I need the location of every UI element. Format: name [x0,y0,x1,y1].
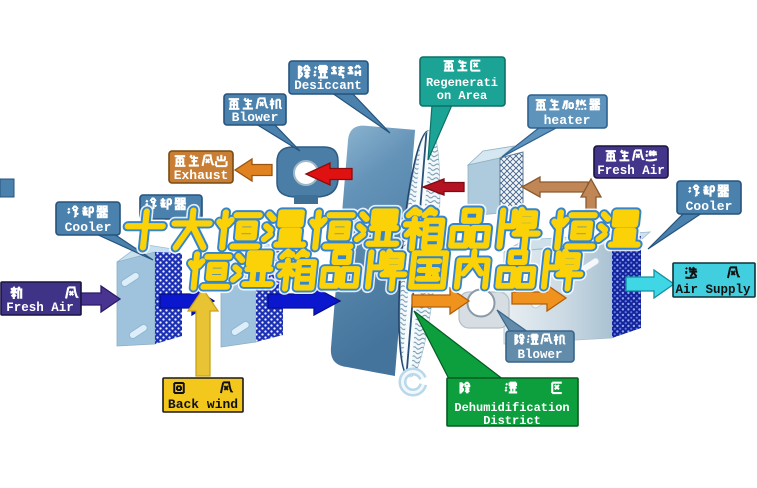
svg-text:Fresh Air: Fresh Air [597,164,665,178]
svg-text:Cooler: Cooler [65,220,112,235]
svg-text:Air Supply: Air Supply [675,283,751,297]
svg-text:District: District [483,414,541,428]
svg-text:Exhaust: Exhaust [174,168,229,183]
svg-text:Blower: Blower [517,348,562,362]
svg-text:Blower: Blower [232,110,279,125]
svg-text:Cooler: Cooler [686,199,733,214]
svg-text:Back wind: Back wind [168,397,238,412]
svg-text:Desiccant: Desiccant [294,79,362,93]
svg-text:Fresh Air: Fresh Air [6,301,74,315]
svg-text:Regenerati: Regenerati [426,76,498,90]
svg-text:heater: heater [544,113,591,128]
svg-text:on Area: on Area [437,89,487,103]
svg-text:Dehumidification: Dehumidification [454,401,569,415]
